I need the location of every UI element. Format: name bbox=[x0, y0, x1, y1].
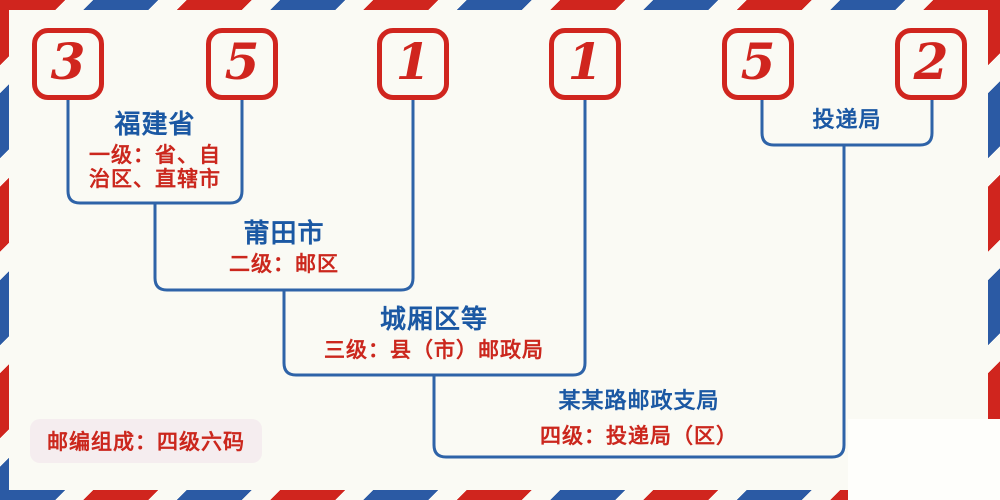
digit-value: 2 bbox=[913, 32, 949, 91]
level-county-label: 城厢区等 三级：县（市）邮政局 bbox=[284, 306, 584, 362]
airmail-border-left bbox=[0, 0, 9, 500]
level-delivery-label: 投递局 bbox=[747, 108, 947, 134]
level-branch-name: 某某路邮政支局 bbox=[558, 389, 720, 414]
digit-box-3: 1 bbox=[377, 28, 449, 100]
level-province-desc-line2: 治区、直辖市 bbox=[89, 167, 221, 191]
level-province-name: 福建省 bbox=[114, 110, 196, 140]
connector-delivery-bracket bbox=[760, 98, 934, 147]
bottom-right-white-patch bbox=[848, 419, 1000, 500]
digit-value: 3 bbox=[50, 32, 86, 91]
level-delivery-name: 投递局 bbox=[812, 108, 882, 133]
airmail-border-bottom bbox=[0, 490, 1000, 500]
airmail-border-right bbox=[988, 0, 1000, 500]
level-branch-label: 某某路邮政支局 四级：投递局（区） bbox=[489, 389, 789, 448]
level-county-desc: 三级：县（市）邮政局 bbox=[324, 338, 544, 362]
level-city-label: 莆田市 二级：邮区 bbox=[164, 220, 404, 276]
level-city-desc: 二级：邮区 bbox=[229, 252, 339, 276]
digit-value: 1 bbox=[567, 32, 603, 91]
digit-value: 1 bbox=[395, 32, 431, 91]
digit-box-4: 1 bbox=[549, 28, 621, 100]
connector-level4-bracket bbox=[432, 145, 846, 459]
digit-box-1: 3 bbox=[32, 28, 104, 100]
digit-value: 5 bbox=[740, 32, 776, 91]
level-branch-desc: 四级：投递局（区） bbox=[540, 424, 738, 448]
digit-box-2: 5 bbox=[206, 28, 278, 100]
level-county-name: 城厢区等 bbox=[379, 305, 488, 335]
postal-code-composition-text: 邮编组成：四级六码 bbox=[47, 430, 245, 454]
airmail-border-top bbox=[0, 0, 1000, 10]
level-province-label: 福建省 一级：省、自 治区、直辖市 bbox=[35, 111, 275, 191]
level-province-desc-line1: 一级：省、自 bbox=[89, 143, 221, 167]
digit-value: 5 bbox=[224, 32, 260, 91]
digit-box-6: 2 bbox=[895, 28, 967, 100]
postal-code-composition-badge: 邮编组成：四级六码 bbox=[30, 419, 262, 463]
digit-box-5: 5 bbox=[722, 28, 794, 100]
level-city-name: 莆田市 bbox=[243, 219, 325, 249]
